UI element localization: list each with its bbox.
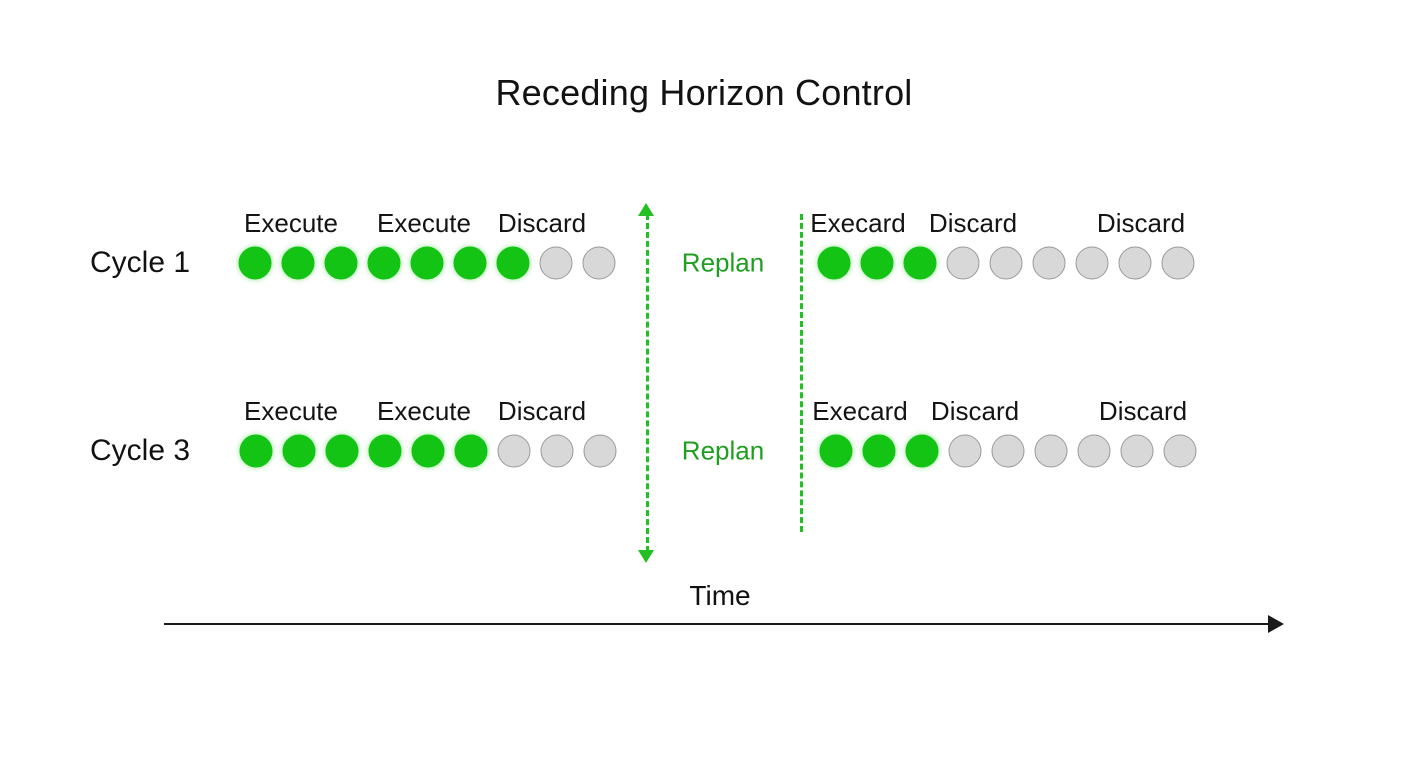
phase-label-execute: Execute [377,208,471,238]
time-axis-arrow-icon [1268,615,1284,633]
discard-step-dot [1118,246,1152,280]
execute-step-dot [367,246,401,280]
execute-step-dot [324,246,358,280]
discard-step-dot [1032,246,1066,280]
discard-step-dot [1163,434,1197,468]
time-axis-label: Time [689,580,751,611]
discard-step-dot [989,246,1023,280]
discard-step-dot [1034,434,1068,468]
phase-label-execute: Execute [377,396,471,426]
page-title: Receding Horizon Control [495,72,913,113]
execute-step-dot [453,246,487,280]
discard-step-dot [582,246,616,280]
discard-step-dot [948,434,982,468]
cycle-label: Cycle 1 [90,246,191,279]
execute-step-dot [238,246,272,280]
discard-step-dot [540,434,574,468]
execute-step-dot [860,246,894,280]
phase-label-execute: Execute [244,208,338,238]
discard-step-dot [1120,434,1154,468]
execute-step-dot [817,246,851,280]
replan-arrow-head-up [638,203,654,216]
discard-step-dot [1075,246,1109,280]
phase-label-discard: Discard [928,208,1018,238]
discard-step-dot [1161,246,1195,280]
execute-step-dot [368,434,402,468]
phase-label-discard: Discard [930,396,1020,426]
execute-step-dot [281,246,315,280]
phase-label-discard: Discard [1098,396,1188,426]
execute-step-dot [819,434,853,468]
execute-step-dot [454,434,488,468]
execute-step-dot [903,246,937,280]
discard-step-dot [539,246,573,280]
cycle-label: Cycle 3 [90,434,191,467]
replan-label: Replan [681,435,765,466]
discard-step-dot [497,434,531,468]
phase-label-discard: Discard [497,208,587,238]
execute-step-dot [410,246,444,280]
discard-step-dot [1077,434,1111,468]
execute-step-dot [282,434,316,468]
execute-step-dot [496,246,530,280]
discard-step-dot [946,246,980,280]
execute-step-dot [905,434,939,468]
phase-label-execard: Execard [812,396,908,426]
replan-label: Replan [681,247,765,278]
execute-step-dot [862,434,896,468]
time-axis-line [164,623,1274,625]
replan-boundary-dashed-line [646,214,649,552]
phase-label-discard: Discard [1096,208,1186,238]
phase-label-execard: Execard [810,208,906,238]
discard-step-dot [583,434,617,468]
execute-step-dot [239,434,273,468]
horizon-start-dashed-line [800,214,803,532]
phase-label-discard: Discard [497,396,587,426]
discard-step-dot [991,434,1025,468]
phase-label-execute: Execute [244,396,338,426]
replan-arrow-head-down [638,550,654,563]
execute-step-dot [325,434,359,468]
execute-step-dot [411,434,445,468]
